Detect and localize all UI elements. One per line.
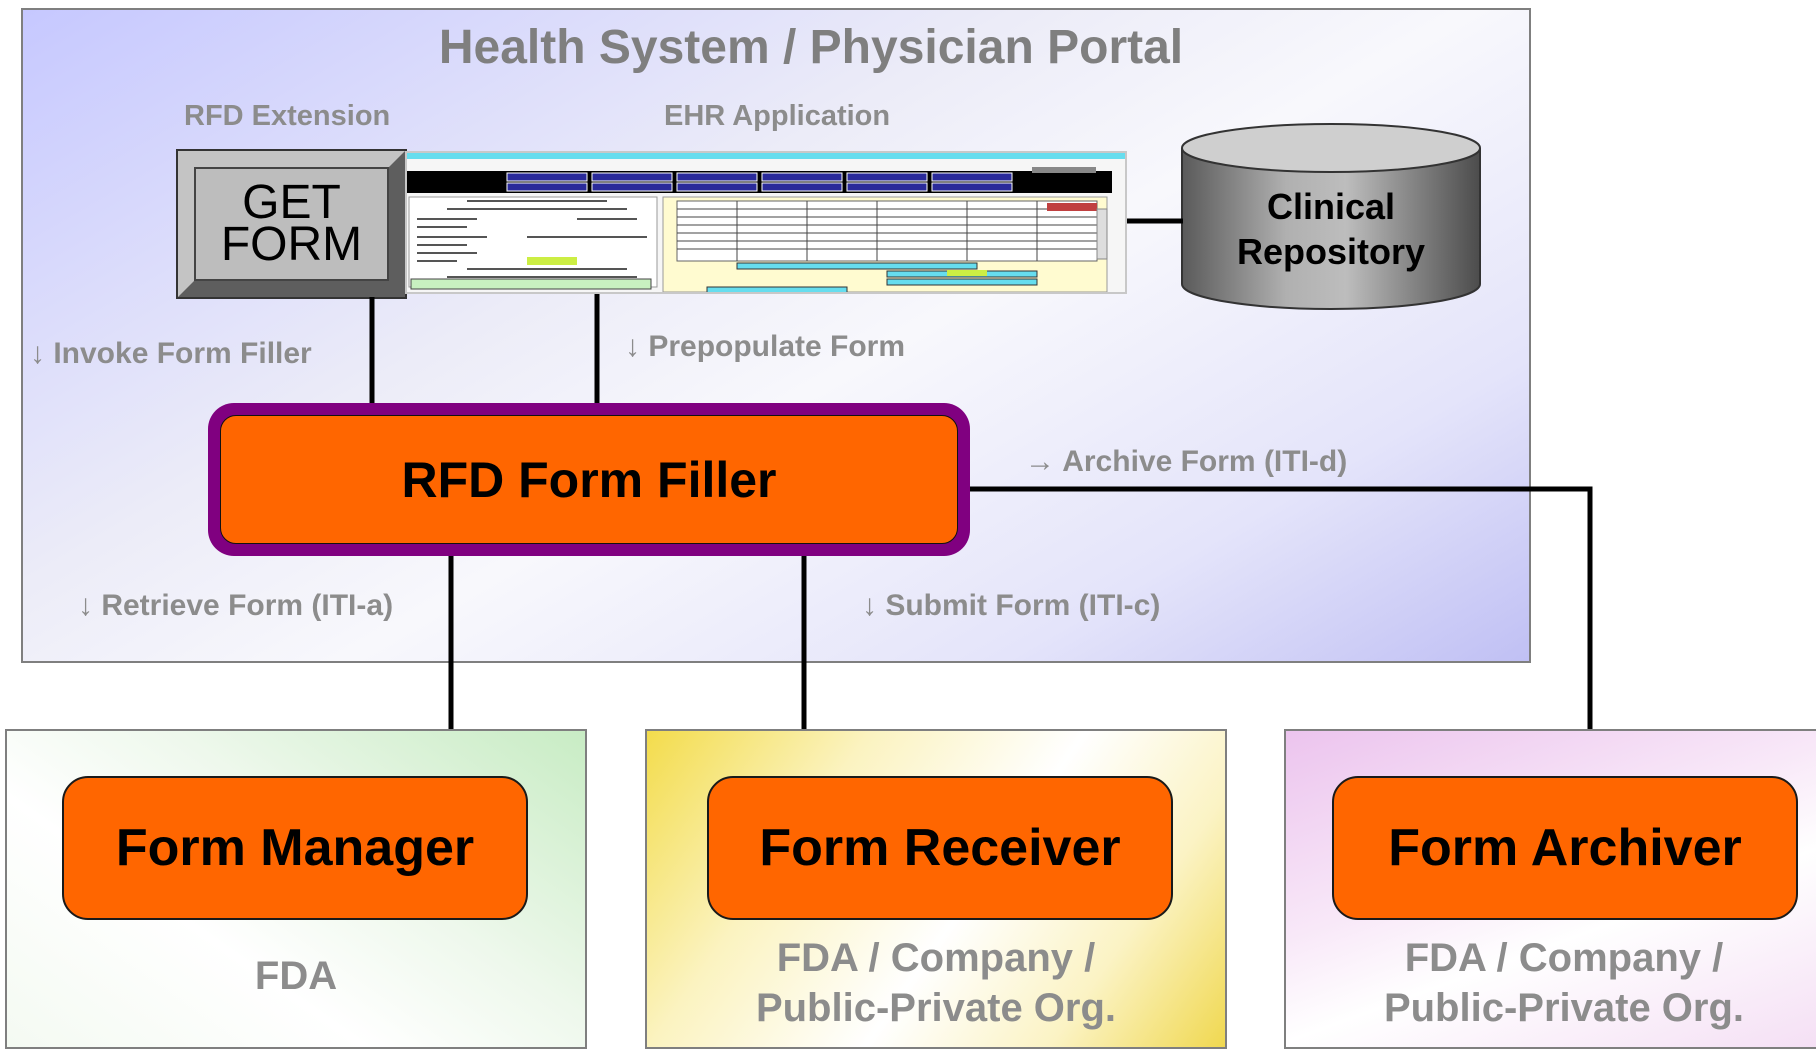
clinical-repository-database-icon bbox=[1181, 123, 1481, 310]
invoke-form-filler-label: ↓ Invoke Form Filler bbox=[30, 337, 312, 370]
ehr-application-label: EHR Application bbox=[664, 100, 891, 132]
form-archiver-actor: Form Archiver bbox=[1332, 776, 1798, 920]
get-form-line1: GET bbox=[242, 176, 341, 229]
ehr-application-screenshot bbox=[405, 151, 1127, 294]
ehr-screenshot-image bbox=[407, 153, 1125, 292]
form-receiver-actor: Form Receiver bbox=[707, 776, 1173, 920]
form-manager-actor: Form Manager bbox=[62, 776, 528, 920]
rfd-extension-label: RFD Extension bbox=[184, 100, 391, 132]
prepopulate-form-label: ↓ Prepopulate Form bbox=[625, 330, 906, 363]
form-manager-org: FDA bbox=[254, 954, 338, 998]
archive-connector bbox=[966, 486, 1593, 778]
rfd-form-filler-label: RFD Form Filler bbox=[220, 415, 958, 544]
form-archiver-org: FDA / Company / Public-Private Org. bbox=[1383, 936, 1745, 1030]
archive-form-label: → Archive Form (ITI-d) bbox=[1025, 445, 1348, 478]
form-receiver-org: FDA / Company / Public-Private Org. bbox=[755, 936, 1117, 1030]
get-form-button[interactable]: GET FORM bbox=[176, 149, 407, 299]
get-form-line2: FORM bbox=[220, 218, 363, 271]
rfd-form-filler: RFD Form Filler bbox=[208, 403, 970, 556]
retrieve-form-label: ↓ Retrieve Form (ITI-a) bbox=[78, 589, 394, 622]
clinical-repository-label: Clinical Repository bbox=[1236, 186, 1426, 272]
portal-title: Health System / Physician Portal bbox=[438, 21, 1184, 74]
submit-form-label: ↓ Submit Form (ITI-c) bbox=[862, 589, 1161, 622]
